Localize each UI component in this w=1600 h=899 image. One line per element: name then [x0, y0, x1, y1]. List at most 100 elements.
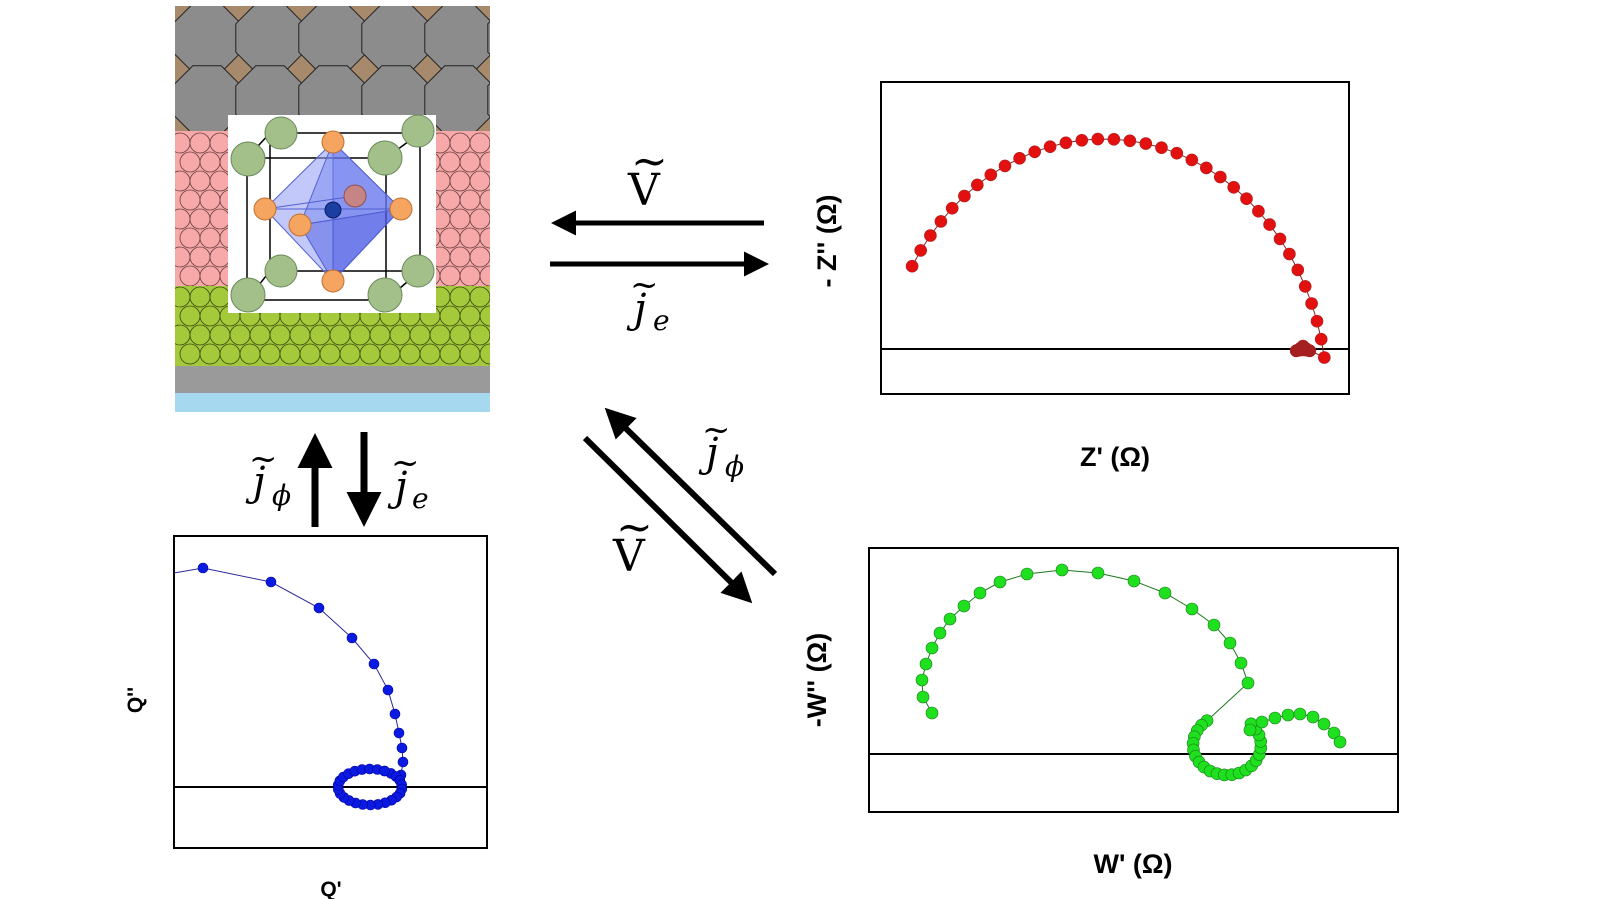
hexagon-grain: [487, 82, 490, 118]
substrate-layer: [175, 366, 490, 393]
perovskite-grain: [479, 265, 490, 287]
data-point: [1155, 141, 1168, 154]
x-site-atom-back: [343, 184, 367, 208]
data-point: [1314, 332, 1328, 346]
perovskite-grain: [489, 178, 490, 184]
transport-grain: [479, 343, 490, 365]
impedance-plot-w: W' (Ω) -W'' (Ω): [802, 547, 1399, 879]
svg-text:V: V: [612, 531, 646, 582]
transport-grain: [179, 305, 201, 327]
series-points: [197, 562, 409, 811]
perovskite-grain: [500, 190, 520, 210]
transport-grain: [209, 324, 231, 346]
data-point: [1296, 339, 1310, 353]
data-point: [1107, 133, 1121, 146]
x-axis-label: W' (Ω): [1093, 849, 1172, 879]
series-points: [915, 563, 1347, 782]
transport-grain: [199, 343, 221, 365]
data-point: [1227, 181, 1240, 194]
transport-grain: [189, 286, 211, 308]
transport-grain: [489, 332, 490, 338]
a-site-atom: [401, 114, 435, 148]
perovskite-grain: [500, 266, 520, 286]
data-point: [313, 602, 325, 614]
series-line: [911, 138, 1325, 359]
transport-grain: [500, 344, 520, 364]
data-point: [1091, 132, 1105, 146]
transport-grain: [279, 343, 301, 365]
perovskite-grain: [189, 208, 211, 230]
data-point: [1185, 602, 1199, 616]
data-point: [382, 684, 394, 696]
data-point: [914, 244, 928, 257]
a-site-atom: [367, 140, 403, 176]
data-point: [1214, 170, 1227, 184]
perovskite-grain: [199, 265, 221, 287]
perovskite-grain: [479, 189, 490, 211]
transport-grain: [269, 324, 291, 346]
perovskite-grain: [439, 151, 461, 173]
a-site-atom: [401, 254, 435, 288]
perovskite-grain: [469, 208, 490, 230]
perovskite-grain: [175, 246, 191, 268]
transport-grain: [319, 343, 341, 365]
transport-grain: [459, 343, 481, 365]
transport-grain: [449, 286, 471, 308]
data-point: [1139, 137, 1153, 150]
y-axis-label: - Z'' (Ω): [812, 195, 842, 288]
perovskite-grain: [179, 227, 201, 249]
perovskite-grain: [459, 189, 481, 211]
octahedron: [264, 140, 403, 283]
data-point: [998, 159, 1012, 173]
label-voltage-top: V ~: [627, 136, 668, 216]
a-site-atom: [264, 254, 298, 288]
perovskite-grain: [189, 170, 211, 192]
data-point: [957, 599, 971, 613]
transport-grain: [489, 294, 490, 300]
svg-text:ϕ: ϕ: [725, 450, 744, 483]
y-axis-label: Q'': [124, 687, 147, 713]
data-point: [1123, 134, 1137, 148]
hexagon-grain: [361, 6, 431, 73]
data-point: [389, 708, 401, 720]
perovskite-grain: [489, 254, 490, 260]
arrow-group-diagonal: j ~ ϕ V ~: [582, 407, 778, 604]
x-site-atom: [389, 197, 413, 221]
perovskite-grain: [449, 170, 471, 192]
data-point: [1028, 145, 1041, 159]
data-point: [1055, 563, 1069, 577]
x-site-atom: [253, 197, 277, 221]
y-axis-label: -W'' (Ω): [802, 633, 832, 727]
data-point: [396, 742, 408, 754]
perovskite-grain: [209, 208, 231, 230]
data-point: [1013, 152, 1026, 165]
a-site-atom: [367, 277, 403, 313]
hexagon-grain: [298, 6, 368, 73]
transport-grain: [175, 286, 191, 308]
data-point: [1318, 351, 1331, 364]
data-point: [1283, 247, 1296, 261]
data-point: [925, 706, 939, 720]
transport-grain: [209, 286, 231, 308]
data-point: [1310, 314, 1324, 328]
data-point: [379, 765, 390, 777]
transport-grain: [459, 305, 481, 327]
data-point: [1263, 218, 1276, 231]
transport-grain: [399, 343, 421, 365]
data-point: [1255, 715, 1269, 729]
data-point: [919, 657, 933, 671]
perovskite-grain: [489, 216, 490, 222]
arrow-up-left: [604, 407, 778, 577]
transport-grain: [439, 343, 461, 365]
data-point: [393, 727, 405, 739]
transport-grain: [439, 305, 461, 327]
svg-text:~: ~: [631, 136, 668, 187]
perovskite-grain: [469, 170, 490, 192]
transport-grain: [229, 324, 251, 346]
transport-grain: [469, 324, 490, 346]
arrow-down-right: [582, 435, 753, 604]
data-point: [905, 259, 919, 273]
transport-grain: [369, 324, 391, 346]
x-site-atom: [321, 130, 345, 154]
